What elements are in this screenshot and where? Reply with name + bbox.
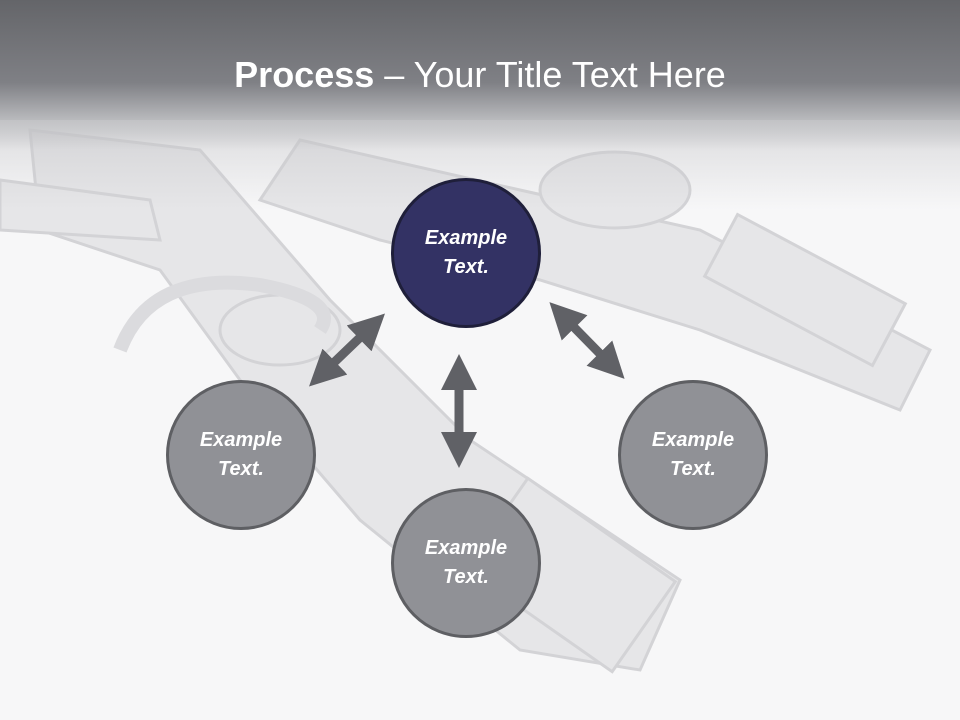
process-node-4[interactable]: Example Text. [618,380,768,530]
node-label: Example Text. [199,429,283,480]
title-rest: – Your Title Text Here [374,54,726,95]
process-node-2[interactable]: Example Text. [166,380,316,530]
double-arrow-icon [309,313,385,387]
node-label: Example Text. [424,227,508,278]
double-arrow-icon [549,302,625,379]
node-label: Example Text. [651,429,735,480]
title-bold: Process [234,54,375,95]
node-label: Example Text. [424,537,508,588]
process-node-3[interactable]: Example Text. [391,488,541,638]
process-node-1[interactable]: Example Text. [391,178,541,328]
page-title: Process – Your Title Text Here [0,52,960,98]
